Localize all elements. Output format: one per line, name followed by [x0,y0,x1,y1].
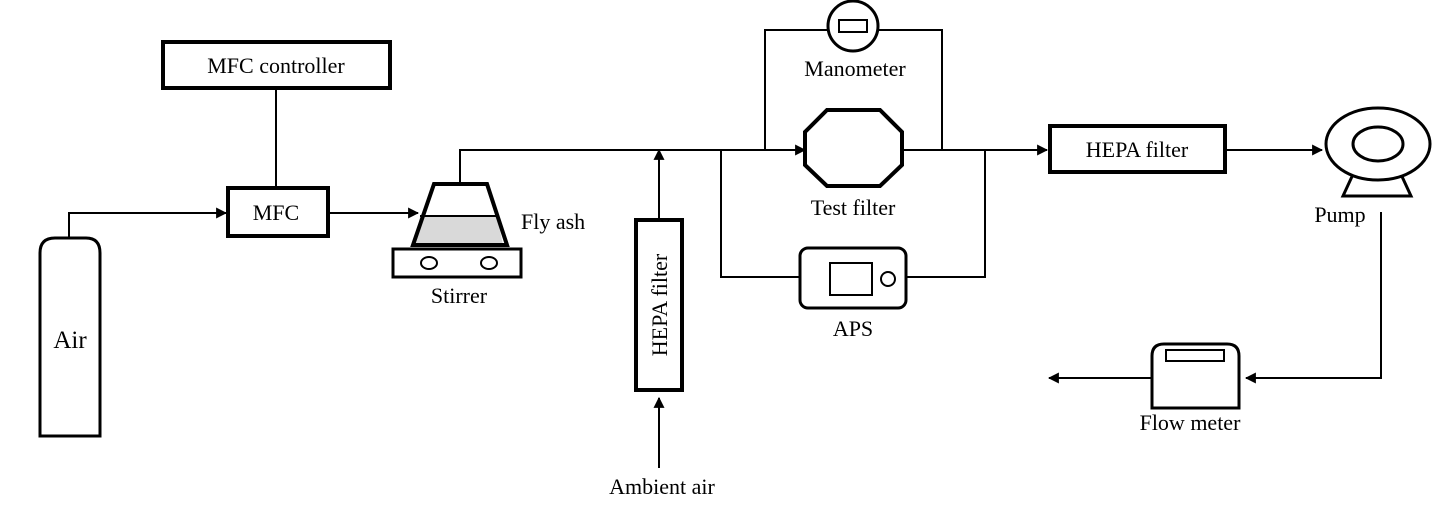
aps-knob [880,271,896,287]
test-filter [803,108,904,188]
fly-ash-beaker [410,182,510,247]
main-flow-line [459,144,807,184]
aps-screen [829,262,873,296]
mfc-box: MFC [226,186,330,238]
flow-meter [1150,342,1241,410]
stirrer-knob-left [420,256,438,270]
flow-meter-body [1150,342,1241,410]
aps-outlet-line [906,150,986,278]
pump-housing [1324,106,1432,182]
stirrer-knob-right [480,256,498,270]
aps-body [798,246,908,310]
pump [1324,106,1432,198]
air-cylinder-body [38,236,102,438]
air-to-mfc-line [68,207,228,238]
aps-instrument [798,246,908,310]
beaker-outline [410,182,510,247]
manometer [826,0,880,53]
mfc-label: MFC [253,200,299,225]
test-filter-label: Test filter [811,195,896,220]
aps-label: APS [833,316,873,341]
fly-ash-fill [415,216,503,245]
flow-meter-label: Flow meter [1140,410,1241,435]
hepa-right-label: HEPA filter [1086,137,1189,162]
aps-inlet-line [720,150,800,278]
hepa-filter-right: HEPA filter [1048,124,1227,174]
air-label: Air [53,327,87,354]
mfc-controller-label: MFC controller [207,53,345,78]
flow-meter-display [1165,349,1225,362]
ambient-air-label: Ambient air [609,474,715,499]
pump-to-flowmeter-line [1244,212,1382,384]
manometer-label: Manometer [804,56,906,81]
stirrer-label: Stirrer [431,283,488,308]
mfc-controller-box: MFC controller [161,40,392,90]
pump-rotor [1351,125,1405,163]
manometer-gauge [826,0,880,53]
stirrer-base [391,247,523,279]
fly-ash-label: Fly ash [521,209,585,234]
pump-label: Pump [1314,202,1365,227]
manometer-display [838,19,868,33]
stirrer [391,247,523,279]
hepa-vertical-label: HEPA filter [647,253,672,356]
hepa-filter-vertical: HEPA filter [634,218,684,392]
air-cylinder: Air [38,236,102,438]
